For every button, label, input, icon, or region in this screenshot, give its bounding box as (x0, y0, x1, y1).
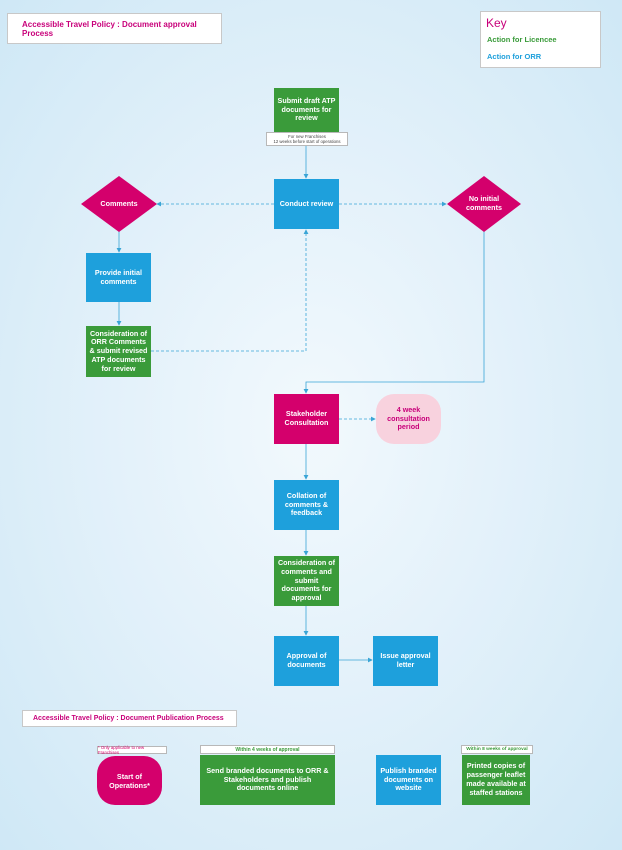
start-of-operations-node: Start of Operations* (97, 756, 162, 805)
collation-node: Collation of comments & feedback (274, 480, 339, 530)
note-line-1: For new Franchises (288, 133, 326, 139)
connector-consider-conduct (151, 229, 309, 352)
issue-letter-node: Issue approval letter (373, 636, 438, 686)
consultation-period-node: 4 week consultation period (376, 394, 441, 444)
provide-comments-node: Provide initial comments (86, 253, 151, 302)
key-title: Key (486, 16, 507, 30)
consider-comments-node: Consideration of comments and submit doc… (274, 556, 339, 606)
within-4-weeks-label: Within 4 weeks of approval (200, 745, 335, 754)
conduct-review-node: Conduct review (274, 179, 339, 229)
key-orr-label: Action for ORR (487, 52, 542, 61)
franchise-only-note: * Only applicable to new Franchises (97, 745, 167, 755)
approval-process-title: Accessible Travel Policy : Document appr… (7, 13, 222, 44)
consider-orr-comments-node: Consideration of ORR Comments & submit r… (86, 326, 151, 377)
publish-website-node: Publish branded documents on website (376, 755, 441, 805)
no-comments-diamond (447, 176, 521, 232)
publication-process-title: Accessible Travel Policy : Document Publ… (22, 710, 237, 727)
comments-diamond (81, 176, 157, 232)
stakeholder-consultation-node: Stakeholder Consultation (274, 394, 339, 444)
comments-label: Comments (100, 198, 138, 208)
within-8-weeks-label: Within 8 weeks of approval (461, 745, 533, 754)
connector-nocomments-stakeholder (303, 231, 485, 394)
submit-draft-node: Submit draft ATP documents for review (274, 88, 339, 132)
send-documents-node: Send branded documents to ORR & Stakehol… (200, 755, 335, 805)
legend-key: Key Action for Licencee Action for ORR (480, 11, 601, 68)
note-line-2: 12 weeks before start of operations (273, 139, 341, 144)
approval-node: Approval of documents (274, 636, 339, 686)
printed-leaflet-node: Printed copies of passenger leaflet made… (462, 755, 530, 805)
new-franchise-note: For new Franchises 12 weeks before start… (266, 132, 348, 146)
key-licensee-label: Action for Licencee (487, 35, 557, 44)
no-comments-label: No initial comments (466, 194, 502, 212)
